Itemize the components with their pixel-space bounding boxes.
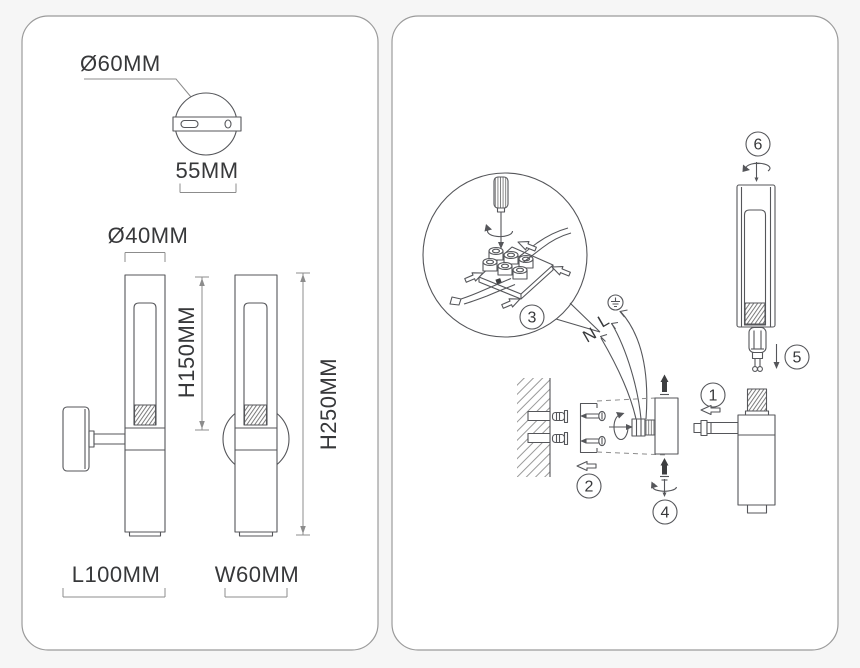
total-height-dimension: H250MM bbox=[296, 272, 341, 536]
step-badge-6: 6 bbox=[745, 131, 771, 157]
fixing-screw-bottom bbox=[660, 458, 669, 478]
right-panel-installation: 3 L N bbox=[391, 15, 839, 651]
glass-tube bbox=[133, 302, 157, 426]
leader-line bbox=[84, 78, 192, 98]
lamp-side-view: Ø40MM bbox=[62, 223, 189, 537]
junction-box bbox=[631, 374, 679, 497]
callout-leader bbox=[555, 302, 601, 333]
step-badge-1: 1 bbox=[700, 382, 726, 416]
thread-section-front bbox=[243, 404, 268, 426]
step-3-number: 3 bbox=[528, 310, 537, 327]
bracket-screw bbox=[580, 435, 606, 447]
fixing-screw-top bbox=[660, 374, 669, 396]
drill-hole bbox=[527, 410, 551, 422]
shade-height-label: H150MM bbox=[174, 306, 199, 398]
step-6-number: 6 bbox=[754, 137, 763, 154]
lamp-front-view bbox=[222, 274, 290, 537]
wall-anchor bbox=[551, 409, 569, 424]
shade-diameter-label: Ø40MM bbox=[108, 223, 189, 248]
arm-pin bbox=[693, 422, 702, 434]
stripped-wires bbox=[449, 227, 572, 306]
wall-anchor bbox=[551, 431, 569, 446]
live-wire bbox=[611, 323, 642, 420]
g9-bulb bbox=[748, 326, 767, 372]
lamp-arm bbox=[93, 433, 126, 445]
rotate-arrow-icon bbox=[486, 228, 514, 238]
lamp-base-assembly bbox=[693, 388, 776, 514]
thread-section bbox=[133, 404, 157, 426]
mount-hole bbox=[224, 119, 232, 129]
mounting-bracket bbox=[579, 397, 668, 456]
tube-thread bbox=[744, 302, 766, 325]
wiring-detail-circle: 3 bbox=[422, 172, 601, 338]
gland-nut bbox=[631, 418, 646, 437]
terminal-block bbox=[449, 227, 572, 312]
rotate-arrow-icon bbox=[742, 162, 771, 182]
arm-shaft bbox=[706, 421, 739, 435]
projection-label: L100MM bbox=[72, 562, 161, 587]
hole-spacing-dimension bbox=[179, 183, 237, 193]
rotate-arrow-icon bbox=[651, 479, 678, 497]
canopy-back-view: Ø60MM 55MM bbox=[80, 51, 242, 193]
left-panel-dimensions: Ø60MM 55MM Ø40MM bbox=[21, 15, 379, 651]
threaded-stud bbox=[746, 388, 768, 412]
step-2-number: 2 bbox=[585, 479, 594, 496]
screwdriver-icon bbox=[484, 176, 514, 249]
gland-thread bbox=[644, 419, 656, 436]
earth-symbol-icon bbox=[607, 294, 624, 311]
glass-tube-front bbox=[243, 302, 268, 426]
wall-section bbox=[517, 378, 569, 477]
earth-wire bbox=[620, 311, 648, 420]
width-label: W60MM bbox=[215, 562, 299, 587]
step-badge-3: 3 bbox=[519, 304, 545, 330]
neutral-wire bbox=[600, 337, 637, 420]
step-badge-2: 2 bbox=[576, 460, 602, 499]
inner-tube bbox=[743, 209, 767, 326]
hole-spacing-label: 55MM bbox=[175, 158, 238, 183]
step-1-number: 1 bbox=[709, 388, 718, 405]
width-dimension: W60MM bbox=[215, 562, 299, 598]
right-panel-frame bbox=[391, 15, 839, 651]
step-5-number: 5 bbox=[793, 350, 802, 367]
step-badge-5: 5 bbox=[784, 344, 810, 370]
left-panel-frame bbox=[21, 15, 379, 651]
shade-height-dimension: H150MM bbox=[174, 276, 209, 431]
bracket-screw bbox=[580, 410, 606, 422]
drill-hole bbox=[527, 432, 551, 444]
canopy-diameter-label: Ø60MM bbox=[80, 51, 161, 76]
step-4-number: 4 bbox=[661, 505, 670, 522]
shade-diameter-dimension bbox=[124, 252, 166, 262]
step-badge-4: 4 bbox=[652, 499, 678, 525]
total-height-label: H250MM bbox=[316, 358, 341, 450]
insert-direction-arrow bbox=[773, 344, 780, 369]
rotate-arrow-icon bbox=[609, 412, 633, 441]
base-body bbox=[737, 414, 776, 506]
mount-slot bbox=[180, 119, 199, 129]
glass-tube-assembly: 6 bbox=[736, 131, 776, 328]
projection-dimension: L100MM bbox=[62, 562, 166, 598]
